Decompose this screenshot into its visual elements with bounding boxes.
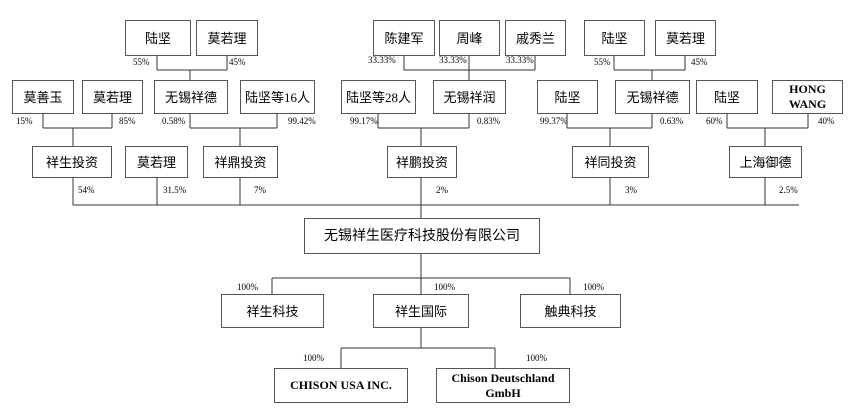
pct-label: 99.17% [350,116,378,126]
node-chudian-keji: 触典科技 [520,294,621,328]
node-qi-xiulan: 戚秀兰 [505,20,566,56]
pct-label: 0.58% [162,116,186,126]
node-lujian: 陆坚 [125,20,191,56]
pct-label: 54% [78,185,95,195]
node-moruoli: 莫若理 [125,146,188,178]
connector [377,114,470,146]
node-xiangsheng-keji: 祥生科技 [221,294,324,328]
pct-label: 55% [594,57,611,67]
pct-label: 33.33% [368,55,396,65]
pct-label: 0.83% [477,116,501,126]
node-xiangsheng-touzi: 祥生投资 [32,146,112,178]
pct-label: 31.5% [163,185,187,195]
pct-label: 100% [583,282,604,292]
node-lujian: 陆坚 [696,80,758,114]
node-lujian-16: 陆坚等16人 [240,80,315,114]
connector [72,178,799,218]
node-moruoli: 莫若理 [196,20,258,56]
pct-label: 100% [526,353,547,363]
node-chen-jianjun: 陈建军 [373,20,435,56]
pct-label: 85% [119,116,136,126]
pct-label: 100% [303,353,324,363]
pct-label: 100% [434,282,455,292]
node-mo-shanyu: 莫善玉 [12,80,74,114]
node-moruoli: 莫若理 [655,20,716,56]
pct-label: 7% [254,185,266,195]
pct-label: 33.33% [506,55,534,65]
pct-label: 15% [16,116,33,126]
connector [340,328,496,368]
node-lujian: 陆坚 [584,20,645,56]
pct-label: 55% [133,57,150,67]
connector [403,56,536,80]
node-moruoli: 莫若理 [82,80,143,114]
node-hong-wang: HONG WANG [772,80,843,114]
node-xiangpeng-touzi: 祥鹏投资 [387,146,457,178]
node-wuxi-xiangrun: 无锡祥润 [433,80,506,114]
node-zhou-feng: 周峰 [439,20,500,56]
pct-label: 2% [436,185,448,195]
node-wuxi-xiangde: 无锡祥德 [154,80,228,114]
pct-label: 45% [229,57,246,67]
pct-label: 2.5% [779,185,798,195]
pct-label: 0.63% [660,116,684,126]
connector [189,114,278,146]
pct-label: 33.33% [439,55,467,65]
connector [613,56,686,80]
node-xiangtong-touzi: 祥同投资 [572,146,649,178]
pct-label: 60% [706,116,723,126]
connector [156,56,228,80]
pct-label: 100% [237,282,258,292]
pct-label: 3% [625,185,637,195]
pct-label: 45% [691,57,708,67]
node-shanghai-yude: 上海御德 [729,146,802,178]
pct-label: 99.42% [288,116,316,126]
node-chison-usa: CHISON USA INC. [274,368,408,403]
node-xiangding-touzi: 祥鼎投资 [203,146,278,178]
node-xiangsheng-guoji: 祥生国际 [373,294,469,328]
node-lujian: 陆坚 [537,80,598,114]
pct-label: 99.37% [540,116,568,126]
connector [271,254,571,294]
pct-label: 40% [818,116,835,126]
node-company: 无锡祥生医疗科技股份有限公司 [304,218,540,254]
connector [726,114,809,146]
node-wuxi-xiangde: 无锡祥德 [615,80,690,114]
connector [42,114,113,146]
connector [566,114,653,146]
node-chison-deutschland: Chison Deutschland GmbH [436,368,570,403]
node-lujian-28: 陆坚等28人 [341,80,416,114]
